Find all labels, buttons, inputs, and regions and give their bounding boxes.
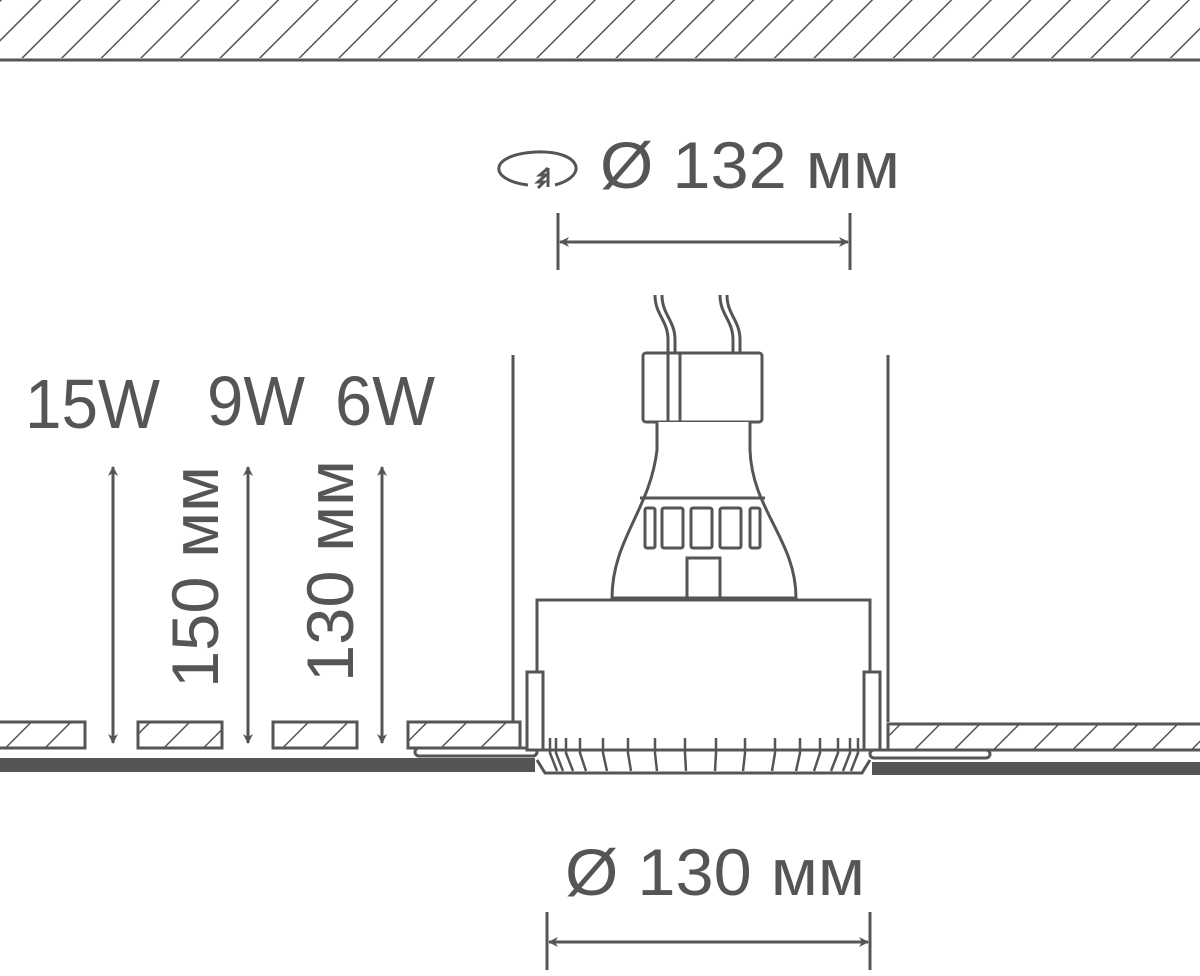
power-label-15w: 15W xyxy=(25,365,160,443)
connector-block xyxy=(641,351,764,424)
height-label-130: 130 мм xyxy=(293,460,367,682)
wire xyxy=(718,294,742,353)
spring-left xyxy=(525,670,545,752)
reflector-fins xyxy=(548,738,860,772)
power-label-6w: 6W xyxy=(335,362,435,440)
luminaire xyxy=(413,294,992,775)
ceiling-slab xyxy=(0,0,1200,62)
bottom-diameter-label: Ø 130 мм xyxy=(565,835,865,909)
height-label-150: 150 мм xyxy=(158,466,232,688)
trim-left xyxy=(413,746,539,758)
ceiling-board xyxy=(0,720,1200,775)
power-label-9w: 9W xyxy=(207,362,305,440)
height-arrows xyxy=(108,466,387,744)
wire xyxy=(653,294,677,353)
spring-right xyxy=(862,670,882,752)
bottom-diameter-dimension xyxy=(545,912,872,970)
trim-right xyxy=(868,748,992,760)
housing xyxy=(535,598,872,752)
top-diameter-dimension xyxy=(556,213,852,270)
rotate-icon xyxy=(497,150,578,190)
top-diameter-label: Ø 132 мм xyxy=(600,128,900,202)
